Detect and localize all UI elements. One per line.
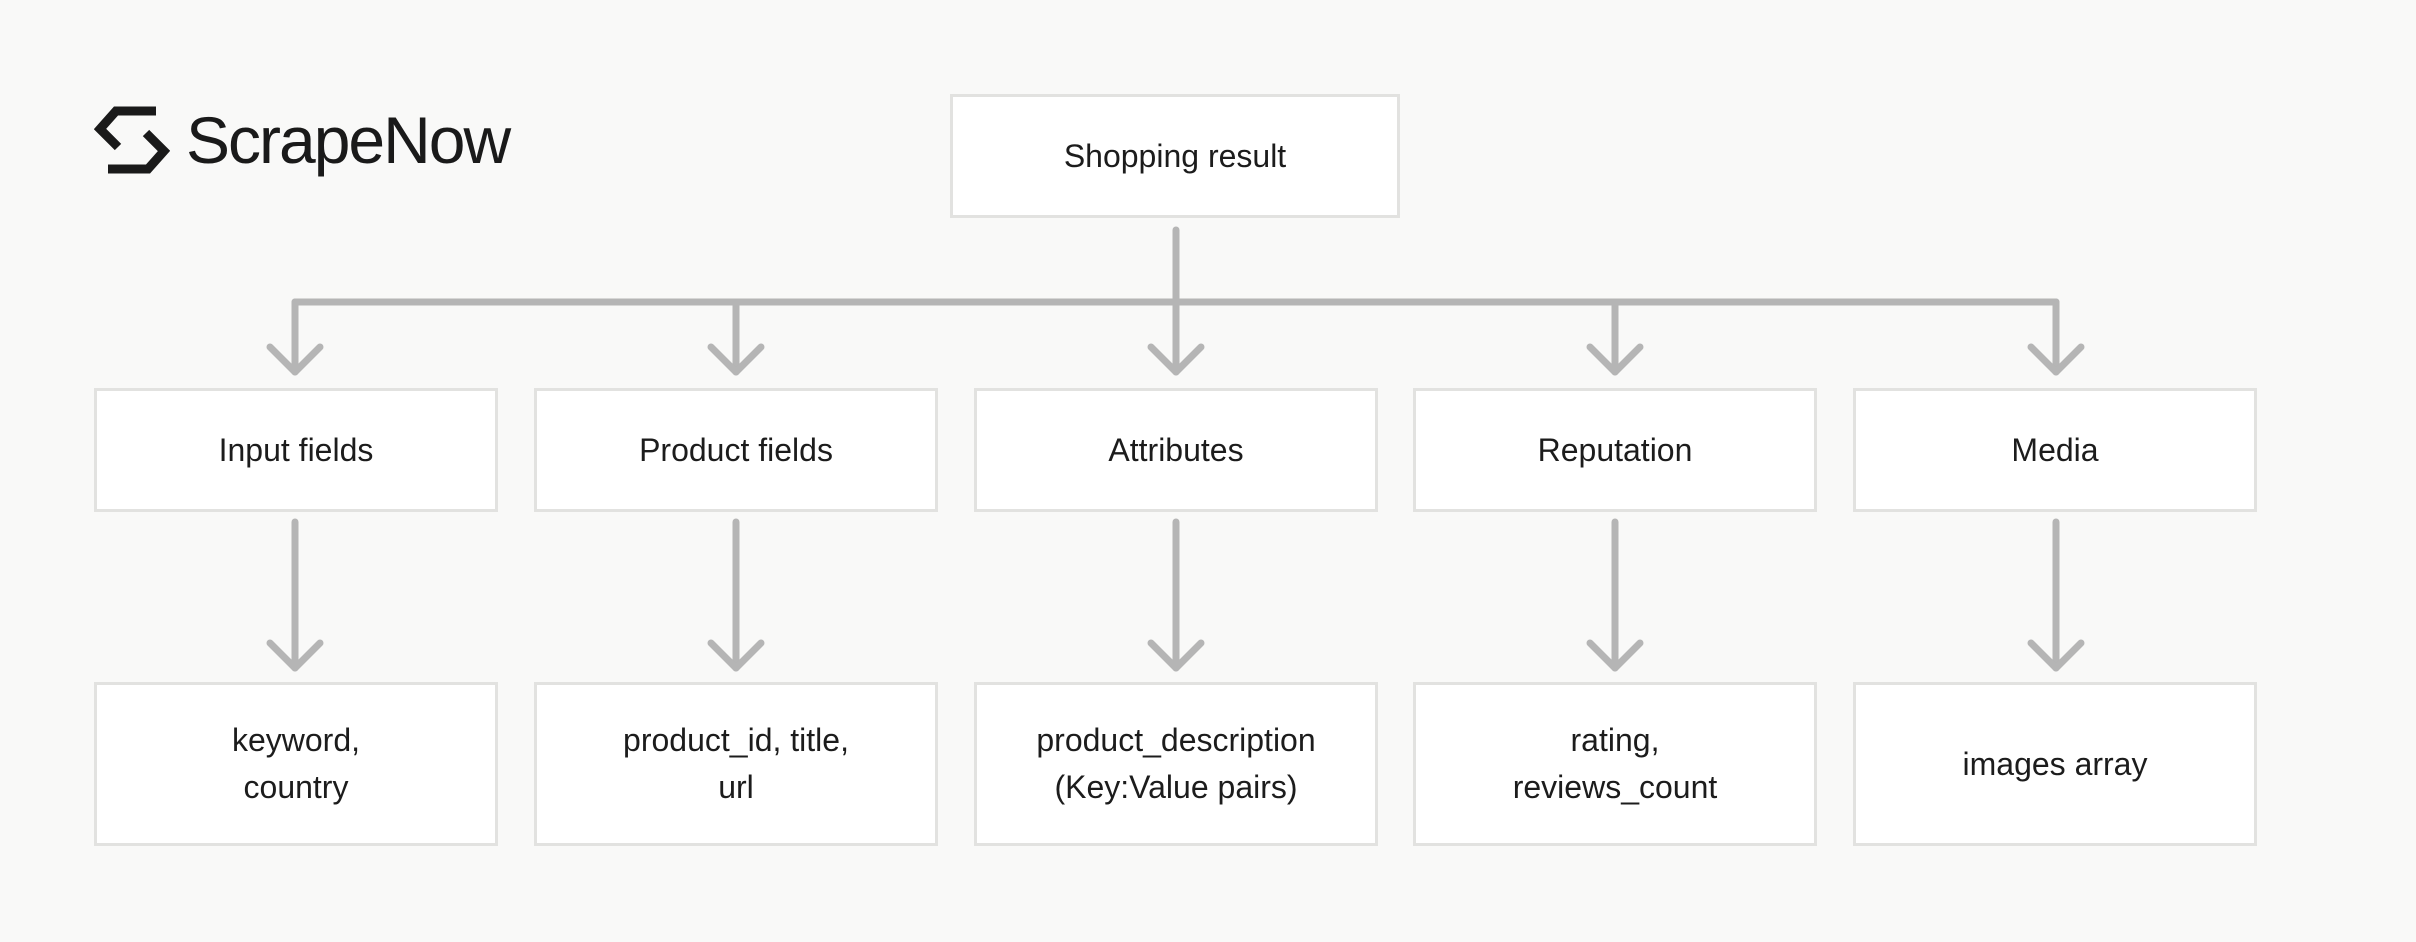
category-label: Media xyxy=(2011,431,2099,468)
category-node-media: Media xyxy=(1853,388,2257,512)
field-line: reviews_count xyxy=(1512,769,1718,805)
field-line: url xyxy=(718,769,754,805)
field-text: rating, reviews_count xyxy=(1513,717,1718,811)
brand-logo: ScrapeNow xyxy=(94,100,511,180)
field-node-input-fields: keyword, country xyxy=(94,682,498,846)
field-text: images array xyxy=(1963,741,2148,788)
category-node-reputation: Reputation xyxy=(1413,388,1817,512)
category-label: Input fields xyxy=(218,431,374,468)
category-label: Reputation xyxy=(1537,431,1693,468)
field-line: keyword, xyxy=(231,722,361,758)
field-text: product_description (Key:Value pairs) xyxy=(1036,717,1315,811)
field-line: images array xyxy=(1962,745,2148,782)
category-node-input-fields: Input fields xyxy=(94,388,498,512)
category-label: Product fields xyxy=(639,431,833,468)
field-text: keyword, country xyxy=(232,717,360,811)
field-line: (Key:Value pairs) xyxy=(1054,769,1298,805)
field-line: product_id, title, xyxy=(623,722,849,758)
field-line: rating, xyxy=(1570,722,1660,758)
brand-name: ScrapeNow xyxy=(186,103,511,177)
root-node: Shopping result xyxy=(950,94,1400,218)
field-node-media: images array xyxy=(1853,682,2257,846)
field-node-product-fields: product_id, title, url xyxy=(534,682,938,846)
field-node-attributes: product_description (Key:Value pairs) xyxy=(974,682,1378,846)
category-node-product-fields: Product fields xyxy=(534,388,938,512)
leaf-arrows xyxy=(266,518,2085,672)
branch-arrows xyxy=(266,298,2085,376)
root-node-label: Shopping result xyxy=(1063,137,1287,174)
category-label: Attributes xyxy=(1108,431,1244,468)
field-text: product_id, title, url xyxy=(623,717,849,811)
scrapenow-logo-icon xyxy=(94,106,170,174)
field-line: country xyxy=(243,769,349,805)
category-node-attributes: Attributes xyxy=(974,388,1378,512)
field-line: product_description xyxy=(1036,722,1316,758)
field-node-reputation: rating, reviews_count xyxy=(1413,682,1817,846)
